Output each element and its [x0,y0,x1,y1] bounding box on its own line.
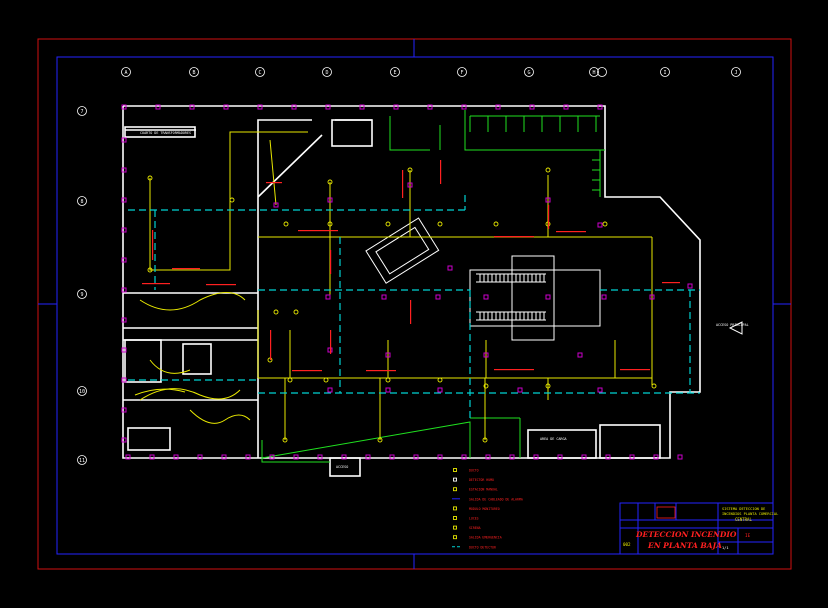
project-name: CENTRAL [735,517,752,522]
center-marks [38,39,791,569]
legend-item: SALIDA EMERGENCIA [453,535,502,540]
legend-item: SIRENA [453,525,481,530]
legend-label: SALIDA EMERGENCIA [469,536,502,540]
drawing-code: 002 [623,542,631,547]
grid-row-10: 10 [77,386,87,396]
grid-row-7: 7 [77,106,87,116]
title-line-1: DETECCION INCENDIO [635,530,737,539]
room-label-main-access: ACCESO PRINCIPAL [716,323,749,327]
outer-frame [37,38,792,570]
north-arrow [728,321,743,335]
legend-item: LUCES [453,516,479,521]
grid-column-h: H [589,67,599,77]
room-labels: CUARTO DE TRANSFORMADORES AREA DE CARGA … [140,131,749,469]
detector-ducts [128,195,700,420]
grid-column-label: G [527,70,530,76]
legend-label: SIRENA [469,526,481,530]
grid-column-label: A [124,70,127,76]
legend-item: DETECTOR HUMO [453,477,494,482]
legend-item: ESTACION MANUAL [453,487,498,492]
room-label-loading: AREA DE CARGA [540,437,567,441]
circuit-annotations [142,160,680,372]
legend: DUCTO DETECTOR HUMO ESTACION MANUAL SALIDA … [452,468,523,549]
grid-column-j: J [731,67,741,77]
title-line-2: EN PLANTA BAJA [647,541,722,550]
legend-label: LUCES [469,517,479,521]
company-line-2: INCENDIOS PLANTA COMERCIAL [722,512,778,516]
grid-column-d: D [322,67,332,77]
grid-column-label: D [325,70,328,76]
grid-column-label: B [192,70,195,76]
room-label-access: ACCESO [336,465,348,469]
grid-column-c: C [255,67,265,77]
legend-label: DUCTO DETECTOR [469,545,496,549]
alarm-wiring [134,131,653,440]
sheet-id: IE [745,533,751,539]
building-walls [122,105,701,477]
escalator [469,255,601,341]
title-block: DETECCION INCENDIO EN PLANTA BAJA SISTEM… [619,502,778,555]
legend-label: MODULO MONITOREO [469,507,500,511]
grid-row-bubbles: 7 8 9 10 11 [77,106,87,465]
legend-item: MODULO MONITOREO [453,506,500,511]
grid-column-label: E [393,70,396,76]
grid-column-label: I [663,70,666,76]
legend-item: SALIDA DE CABLEADO DE ALARMA [452,497,523,501]
grid-row-8: 8 [77,196,87,206]
grid-column-label: F [460,70,463,76]
grid-row-label: 10 [79,389,85,395]
plan-number: 1/1 [722,546,729,550]
grid-row-label: 8 [80,199,83,205]
grid-column-f: F [457,67,467,77]
grid-column-label: C [258,70,261,76]
grid-column-a: A [121,67,131,77]
grid-row-label: 9 [80,292,83,298]
grid-row-label: 11 [79,458,85,464]
grid-row-11: 11 [77,455,87,465]
atrium-stair [365,217,440,284]
grid-column-e: E [390,67,400,77]
device-markers [121,104,693,460]
legend-label: SALIDA DE CABLEADO DE ALARMA [469,497,523,501]
grid-column-i: I [660,67,670,77]
grid-column-b: B [189,67,199,77]
legend-item: DUCTO [453,468,479,473]
grid-row-9: 9 [77,289,87,299]
legend-label: DETECTOR HUMO [469,478,494,482]
grid-column-g: G [524,67,534,77]
legend-label: ESTACION MANUAL [469,488,498,492]
legend-item: DUCTO DETECTOR [452,545,496,549]
grid-column-label: J [734,70,737,76]
company-line-1: SISTEMA DETECCION DE [722,507,765,511]
grid-row-label: 7 [80,109,83,115]
green-partitions [261,110,605,463]
grid-column-bubbles: A B C D E F G H I J [121,67,741,77]
inner-frame [56,56,774,555]
grid-column-label: H [592,70,595,76]
legend-label: DUCTO [469,469,479,473]
room-label-transformers: CUARTO DE TRANSFORMADORES [140,131,191,135]
